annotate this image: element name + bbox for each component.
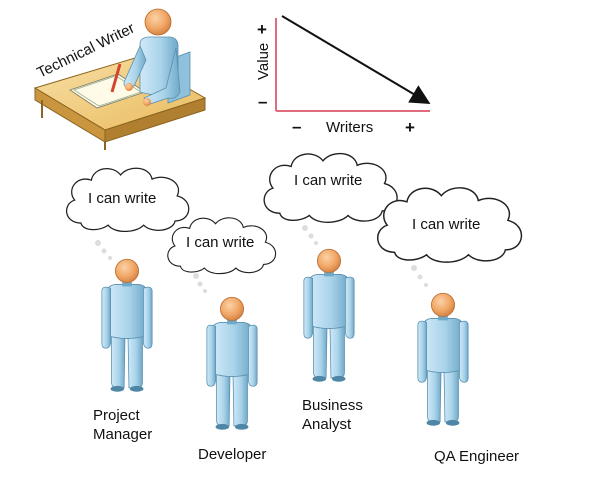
person-label: QA Engineer bbox=[434, 448, 519, 465]
person-label: Project Manager bbox=[93, 407, 152, 443]
person-label-line: Business bbox=[302, 397, 363, 414]
person-label-line: Project bbox=[93, 407, 141, 424]
thought-cloud: I can write bbox=[167, 217, 277, 293]
person-label: Business Analyst bbox=[302, 397, 367, 433]
thought-cloud: I can write bbox=[376, 187, 523, 287]
value-writers-chart: Value Writers + – – + bbox=[255, 15, 431, 137]
x-minus-sign: – bbox=[292, 117, 301, 136]
cloud-text: I can write bbox=[294, 172, 362, 189]
person-label-line: QA Engineer bbox=[434, 448, 519, 465]
y-minus-sign: – bbox=[258, 92, 267, 111]
x-axis-label: Writers bbox=[326, 119, 373, 136]
person-figure bbox=[303, 248, 355, 383]
y-axis-label: Value bbox=[255, 43, 272, 80]
person-label-line: Developer bbox=[198, 446, 266, 463]
y-plus-sign: + bbox=[257, 20, 267, 39]
trend-arrow bbox=[281, 15, 431, 105]
person-label-line: Manager bbox=[93, 426, 152, 443]
person-figure bbox=[101, 258, 153, 393]
person-label: Developer bbox=[198, 446, 266, 463]
person-figure bbox=[206, 296, 258, 431]
technical-writer-illustration bbox=[33, 8, 207, 150]
thought-cloud: I can write bbox=[65, 167, 190, 260]
person-label-line: Analyst bbox=[302, 416, 352, 433]
person-figure bbox=[417, 292, 469, 427]
cloud-text: I can write bbox=[186, 234, 254, 251]
x-plus-sign: + bbox=[405, 118, 415, 137]
cloud-text: I can write bbox=[412, 216, 480, 233]
cloud-text: I can write bbox=[88, 190, 156, 207]
thought-cloud: I can write bbox=[263, 152, 398, 245]
